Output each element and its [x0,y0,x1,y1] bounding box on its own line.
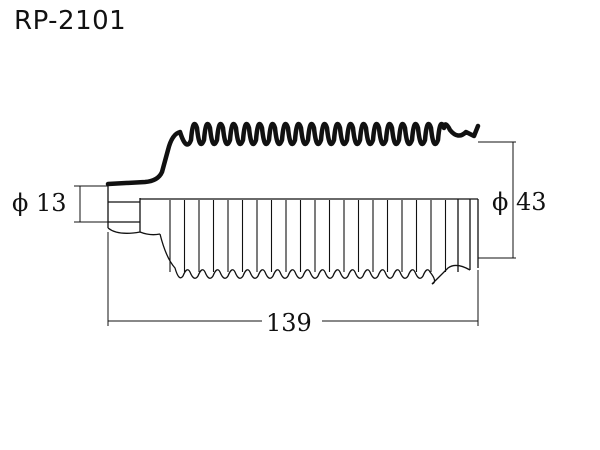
dim-large-diameter [478,141,516,259]
part-number-title: RP-2101 [14,6,127,36]
dim-length [107,232,479,326]
boot-fold-lines [169,200,447,272]
dim-small-diameter [74,185,108,223]
boot-body-outline [107,186,479,272]
dim-small-diameter-label: ϕ 13 [12,189,67,217]
boot-top-profile [105,121,481,187]
dim-large-diameter-label: ϕ 43 [492,188,547,216]
boot-convolutions-bottom [159,233,471,285]
dim-length-label: 139 [266,309,312,337]
